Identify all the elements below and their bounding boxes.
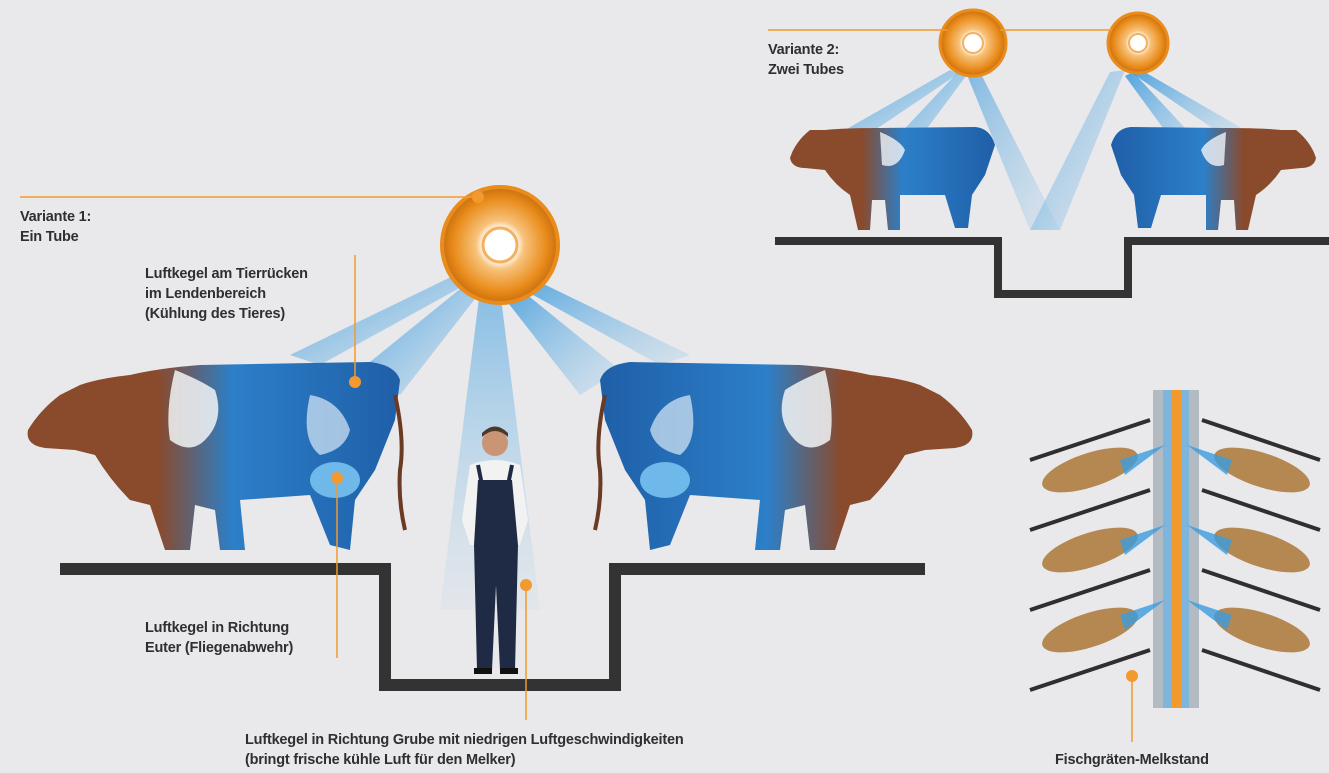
annotation-back-line2: im Lendenbereich [145,284,308,304]
annotation-back-line1: Luftkegel am Tierrücken [145,264,308,284]
annotation-back-line3: (Kühlung des Tieres) [145,304,308,324]
cow-illustration [595,362,972,550]
tube-fan-icon [940,10,1006,76]
annotation-udder-line2: Euter (Fliegenabwehr) [145,638,293,658]
callout-dot-icon [331,472,343,484]
air-cone-icon [1030,70,1125,230]
annotation-pit-line2: (bringt frische kühle Luft für den Melke… [245,750,684,770]
herringbone-parlor-diagram [1030,390,1320,742]
annotation-udder-line1: Luftkegel in Richtung [145,618,293,638]
floor-pit [775,241,1329,294]
annotation-parlor-line1: Fischgräten-Melkstand [1055,750,1209,770]
tube-fan-icon [1108,13,1168,73]
variant1-title: Variante 1: [20,207,91,227]
variant1-label: Variante 1: Ein Tube [20,207,91,247]
cow-illustration [1111,127,1316,230]
cow-illustration [790,127,995,230]
annotation-udder-cone: Luftkegel in Richtung Euter (Fliegenabwe… [145,618,293,658]
callout-dot-icon [472,191,484,203]
variant2-title: Variante 2: [768,40,844,60]
variant2-subtitle: Zwei Tubes [768,60,844,80]
annotation-pit-cone: Luftkegel in Richtung Grube mit niedrige… [245,730,684,770]
variant2-label: Variante 2: Zwei Tubes [768,40,844,80]
annotation-parlor: Fischgräten-Melkstand [1055,750,1209,770]
annotation-pit-line1: Luftkegel in Richtung Grube mit niedrige… [245,730,684,750]
callout-dot-icon [349,376,361,388]
callout-dot-icon [1126,670,1138,682]
annotation-back-cone: Luftkegel am Tierrücken im Lendenbereich… [145,264,308,324]
variant1-subtitle: Ein Tube [20,227,91,247]
cow-illustration [28,362,405,550]
tube-fan-icon [442,187,558,303]
callout-dot-icon [520,579,532,591]
